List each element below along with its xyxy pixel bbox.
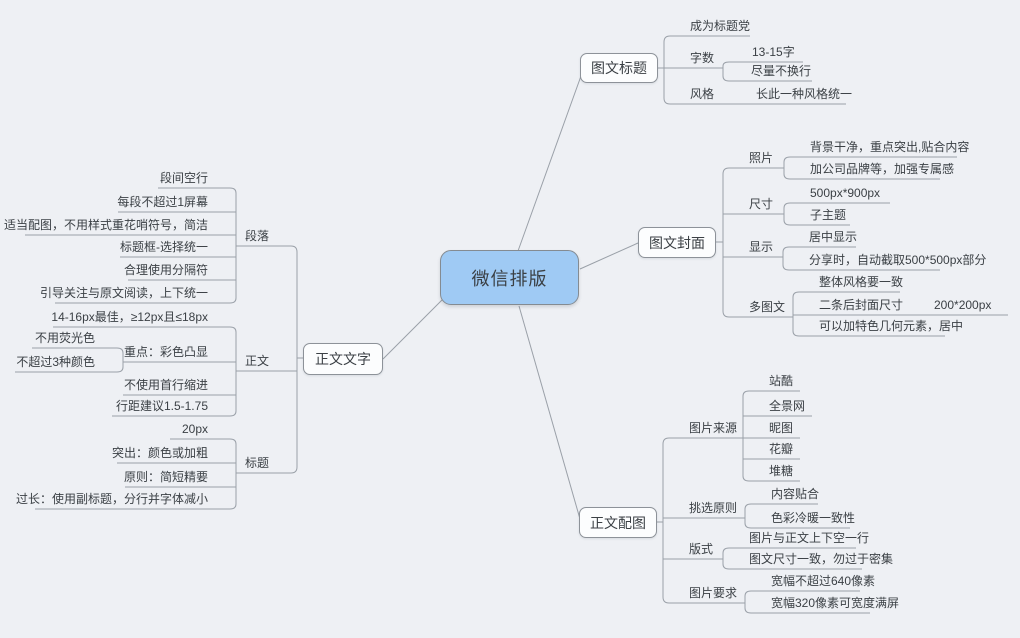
- topic-kuanfu-640[interactable]: 宽幅不超过640像素: [771, 574, 876, 588]
- topic-duitang[interactable]: 堆糖: [769, 464, 794, 478]
- topic-zishu[interactable]: 字数: [690, 51, 715, 65]
- topic-beijing-ganjing[interactable]: 背景干净，重点突出,贴合内容: [810, 140, 970, 154]
- central-topic[interactable]: 微信排版: [440, 250, 579, 305]
- topic-kuanfu-320[interactable]: 宽幅320像素可宽度满屏: [771, 596, 900, 610]
- topic-14-16px[interactable]: 14-16px最佳，≥12px且≤18px: [51, 310, 208, 324]
- topic-hangju-jianyi[interactable]: 行距建议1.5-1.75: [115, 399, 208, 413]
- topic-xianshi[interactable]: 显示: [749, 240, 774, 254]
- topic-tiaoxuan-yuanze[interactable]: 挑选原则: [689, 501, 738, 515]
- topic-duanjian-kongxing[interactable]: 段间空行: [159, 171, 208, 185]
- topic-bushiyong-shouhang-suojin[interactable]: 不使用首行缩进: [123, 378, 208, 392]
- topic-changci-fengge-tongyi[interactable]: 长此一种风格统一: [756, 87, 853, 101]
- topic-200-200px[interactable]: 200*200px: [934, 298, 992, 312]
- topic-tupian-laiyuan[interactable]: 图片来源: [689, 421, 738, 435]
- topic-chicun[interactable]: 尺寸: [749, 197, 774, 211]
- topic-fenxiang-jiequ[interactable]: 分享时，自动截取500*500px部分: [809, 253, 987, 267]
- topic-chengwei-biaoti-dang[interactable]: 成为标题党: [690, 19, 751, 33]
- topic-neirong-tiehe[interactable]: 内容贴合: [771, 487, 820, 501]
- topic-fengge[interactable]: 风格: [690, 87, 715, 101]
- node-zhengwen-wenzi[interactable]: 正文文字: [303, 343, 383, 375]
- topic-nitu[interactable]: 昵图: [769, 421, 794, 435]
- topic-duotuwen[interactable]: 多图文: [749, 300, 786, 314]
- topic-juzhong-xianshi[interactable]: 居中显示: [809, 230, 858, 244]
- topic-jinliang-bu-huanhang[interactable]: 尽量不换行: [751, 64, 812, 78]
- topic-heli-fengefu[interactable]: 合理使用分隔符: [123, 263, 208, 277]
- topic-13-15-zi[interactable]: 13-15字: [752, 45, 795, 59]
- topic-yuanze-jianduan[interactable]: 原则：简短精要: [123, 470, 208, 484]
- topic-tupian-yaoqiu[interactable]: 图片要求: [689, 586, 738, 600]
- node-zhengwen-peitu[interactable]: 正文配图: [579, 507, 657, 538]
- topic-500px-900px[interactable]: 500px*900px: [810, 186, 881, 200]
- node-tuwen-biaoti[interactable]: 图文标题: [580, 53, 658, 83]
- topic-yindao-guanzhu[interactable]: 引导关注与原文阅读，上下统一: [39, 286, 208, 300]
- topic-jia-gongsi-pinpai[interactable]: 加公司品牌等，加强专属感: [810, 162, 955, 176]
- topic-zhanku[interactable]: 站酷: [769, 374, 794, 388]
- topic-ertiao-fengmian-chicun[interactable]: 二条后封面尺寸: [819, 298, 904, 312]
- topic-zhengwen[interactable]: 正文: [244, 354, 269, 368]
- topic-zhongdian-caise[interactable]: 重点：彩色凸显: [123, 345, 208, 359]
- topic-biaotikuang-tongyi[interactable]: 标题框-选择统一: [120, 240, 208, 254]
- topic-buchaoguo-3-yanse[interactable]: 不超过3种颜色: [16, 355, 95, 369]
- topic-shidang-peitu[interactable]: 适当配图，不用样式重花哨符号，简洁: [3, 218, 208, 232]
- topic-duanluo[interactable]: 段落: [244, 229, 269, 243]
- topic-tupian-zhengwen-kongyihang[interactable]: 图片与正文上下空一行: [749, 531, 870, 545]
- topic-20px[interactable]: 20px: [181, 422, 208, 436]
- topic-meiduan-1-pingmu[interactable]: 每段不超过1屏幕: [117, 195, 208, 209]
- topic-zi-zhuti[interactable]: 子主题: [810, 208, 847, 222]
- topic-secai-lengnuan[interactable]: 色彩冷暖一致性: [771, 511, 856, 525]
- topic-banshi[interactable]: 版式: [689, 542, 714, 556]
- topic-buyong-yingguangse[interactable]: 不用荧光色: [34, 331, 95, 345]
- topic-zhengti-fengge-yizhi[interactable]: 整体风格要一致: [819, 275, 904, 289]
- topic-biaoti[interactable]: 标题: [244, 456, 269, 470]
- topic-huaban[interactable]: 花瓣: [769, 442, 794, 456]
- topic-tese-jihe-yuansu[interactable]: 可以加特色几何元素，居中: [819, 319, 964, 333]
- topic-tuchu-yanse-jiacu[interactable]: 突出：颜色或加粗: [111, 446, 208, 460]
- topic-tuwen-chicun-yizhi[interactable]: 图文尺寸一致，勿过于密集: [749, 552, 894, 566]
- topic-quanjingwang[interactable]: 全景网: [769, 399, 806, 413]
- node-tuwen-fengmian[interactable]: 图文封面: [638, 227, 716, 258]
- topic-guochang-fubiaoti[interactable]: 过长：使用副标题，分行并字体减小: [15, 492, 208, 506]
- topic-zhaopian[interactable]: 照片: [749, 151, 774, 165]
